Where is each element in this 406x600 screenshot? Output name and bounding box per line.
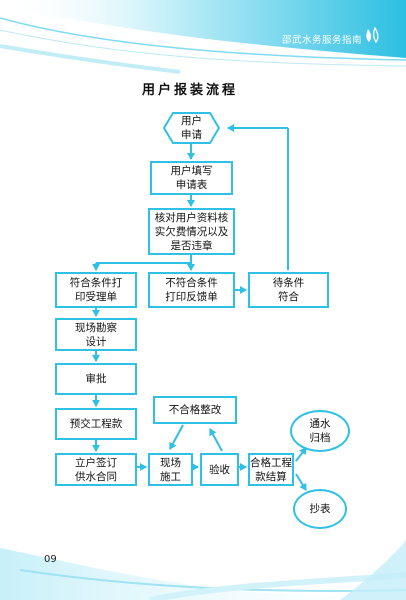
start-hexagon-shape [163, 112, 220, 144]
header-title: 邵武水务服务指南 [281, 35, 362, 46]
page-number: 09 [44, 554, 57, 565]
footer-wave [0, 540, 406, 600]
step-user-apply: 用户 申请 [181, 115, 202, 141]
water-drop-logo-icon [366, 27, 379, 44]
step-meter-reading: 抄表 [293, 489, 347, 529]
step-fill-form: 用户填写 申请表 [150, 161, 233, 195]
header-wave [0, 0, 406, 74]
step-site-survey: 现场勘察 设计 [55, 318, 137, 351]
step-contract: 立户签订 供水合同 [55, 453, 137, 486]
step-verify-info: 核对用户资料核 实欠费情况以及 是否违章 [148, 208, 235, 255]
step-settlement: 合格工程 款结算 [248, 453, 294, 486]
step-rectify: 不合格整改 [153, 396, 237, 424]
step-pending: 待条件 符合 [248, 272, 329, 308]
step-archive: 通水 归档 [290, 410, 350, 452]
step-unqualified: 不符合条件 打印反馈单 [148, 272, 235, 308]
step-inspection: 验收 [200, 453, 239, 486]
page-title: 用户报装流程 [141, 83, 238, 98]
step-approve: 审批 [55, 363, 137, 395]
step-prepay: 预交工程款 [55, 408, 137, 440]
step-construction: 现场 施工 [148, 453, 193, 486]
step-qualified: 符合条件打 印受理单 [55, 272, 137, 308]
